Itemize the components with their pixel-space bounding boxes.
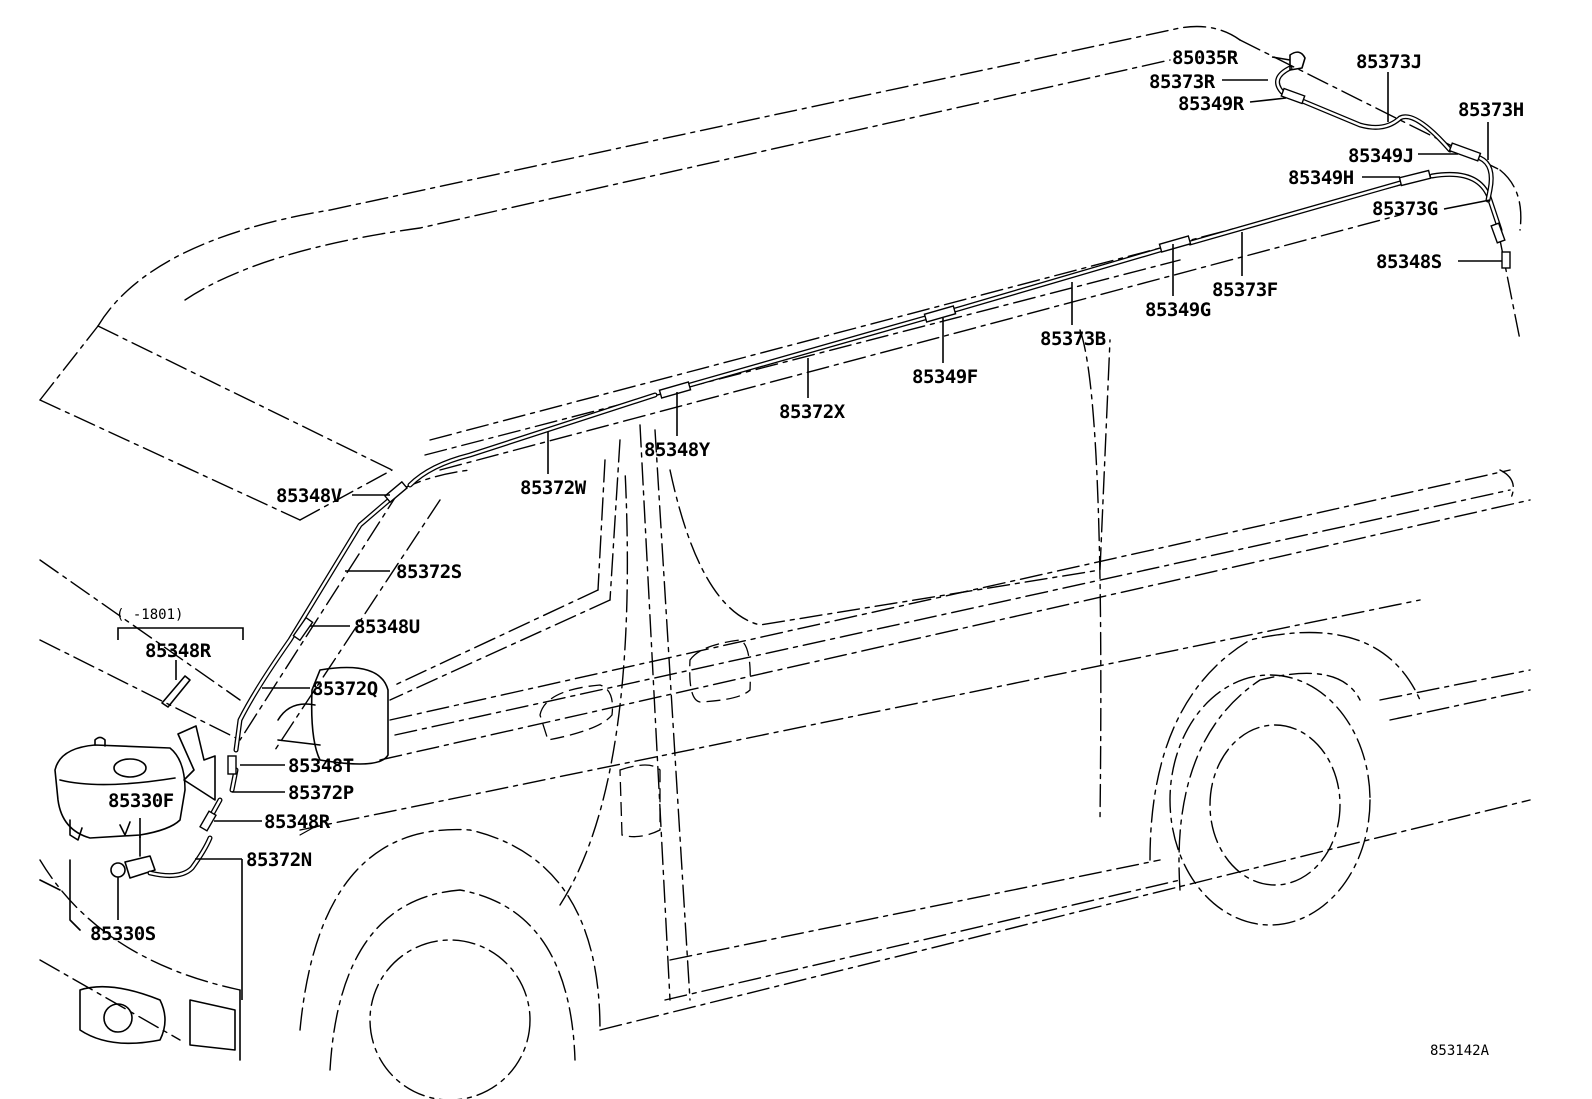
label-85373G: 85373G [1372,198,1438,220]
label-85373H: 85373H [1458,99,1524,121]
label-85372S: 85372S [396,561,462,583]
part-labels: 85035R 85373R 85349R 85373J 85373H 85349… [90,47,1524,1059]
label-85349H: 85349H [1288,167,1354,189]
label-85330S: 85330S [90,923,156,945]
washer-tank [54,736,186,879]
hose-joints [161,51,1511,836]
label-85372P: 85372P [288,782,354,804]
label-85372W: 85372W [520,477,587,499]
label-85348V: 85348V [276,485,342,507]
label-85348R: 85348R [264,811,331,833]
label-85348S: 85348S [1376,251,1442,273]
label-85348R-inset: 85348R [145,640,212,662]
label-85373B: 85373B [1040,328,1106,350]
label-85373J: 85373J [1356,51,1422,73]
label-85372Q: 85372Q [312,678,378,700]
label-85372X: 85372X [779,401,846,423]
label-85349F: 85349F [912,366,978,388]
diagram-id: 853142A [1430,1043,1490,1059]
label-85373F: 85373F [1212,279,1278,301]
label-85348T: 85348T [288,755,354,777]
bracket-note: ( -1801) [116,607,183,623]
label-85330F: 85330F [108,790,174,812]
label-85372N: 85372N [246,849,312,871]
label-85035R: 85035R [1172,47,1239,69]
label-85348U: 85348U [354,616,420,638]
label-85349G: 85349G [1145,299,1211,321]
label-85348Y: 85348Y [644,439,711,461]
leader-lines [117,56,1502,1000]
label-85373R: 85373R [1149,71,1216,93]
label-85349R: 85349R [1178,93,1245,115]
direction-arrow [177,725,216,801]
label-85349J: 85349J [1348,145,1414,167]
